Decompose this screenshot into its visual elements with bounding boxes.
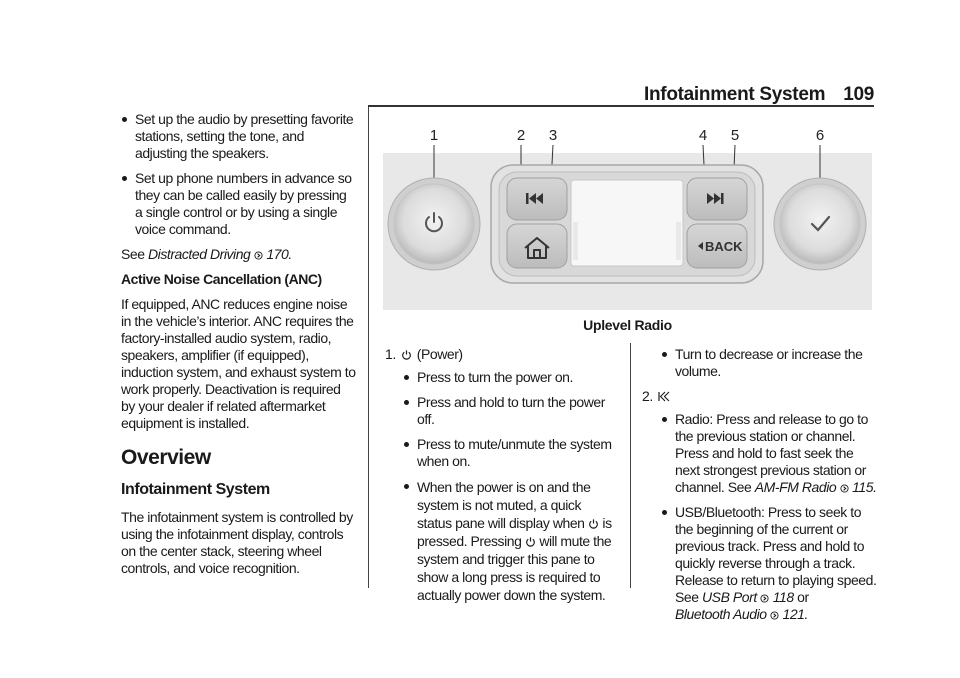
am-fm-radio-link[interactable]: AM-FM Radio: [754, 479, 837, 495]
running-header: Infotainment System 109: [644, 84, 874, 106]
page-reference-icon: [760, 594, 769, 603]
back-button: [686, 223, 748, 269]
section-title: Infotainment System: [644, 84, 826, 105]
check-icon: [810, 215, 831, 232]
home-icon: [524, 237, 550, 259]
list-item: USB/Bluetooth: Press to seek to the begi…: [661, 504, 877, 623]
item-2-number: 2.: [642, 388, 653, 404]
left-column: Set up the audio by presetting favorite …: [121, 111, 357, 585]
list-item: Radio: Press and release to go to the pr…: [661, 411, 877, 496]
bluetooth-audio-link[interactable]: Bluetooth Audio: [675, 606, 767, 622]
uplevel-radio-figure: 1 2 3 4 5 6: [383, 127, 872, 310]
back-label: BACK: [705, 239, 743, 254]
anc-heading: Active Noise Cancellation (ANC): [121, 271, 322, 287]
power-icon: [589, 519, 598, 529]
intro-text: The infotainment system is controlled by…: [121, 509, 353, 576]
list-item: Set up phone numbers in advance so they …: [121, 170, 357, 238]
column-divider-right: [630, 343, 631, 588]
item-2-heading: 2.: [642, 388, 877, 405]
figure-caption: Uplevel Radio: [583, 317, 672, 333]
see-reference: See Distracted Driving 170.: [121, 246, 357, 263]
page-number: 109: [843, 84, 874, 105]
list-item: Press to mute/unmute the system when on.: [403, 436, 613, 470]
item-1-number: 1.: [385, 346, 396, 362]
home-button: [506, 223, 568, 269]
page-reference-icon: [840, 484, 849, 493]
center-display: [570, 179, 684, 267]
power-icon: [401, 350, 411, 360]
right-column: Turn to decrease or increase the volume.…: [642, 346, 877, 631]
next-track-icon: [707, 193, 724, 204]
page-ref-number[interactable]: 121: [782, 606, 805, 622]
anc-text: If equipped, ANC reduces engine noise in…: [121, 296, 356, 431]
list-item: Press and hold to turn the power off.: [403, 394, 613, 428]
distracted-driving-link[interactable]: Distracted Driving: [148, 246, 251, 262]
period: .: [804, 606, 809, 622]
callout-1: 1: [430, 127, 438, 144]
list-item: Turn to decrease or increase the volume.: [661, 346, 877, 380]
list-item-text: will mute the system and trigger this pa…: [417, 533, 612, 603]
list-item: Set up the audio by presetting favorite …: [121, 111, 357, 162]
power-icon: [525, 537, 535, 547]
callout-6: 6: [816, 127, 824, 144]
page-reference-icon: [770, 611, 779, 620]
list-item: When the power is on and the system is n…: [403, 478, 613, 604]
list-item-text: is pressed. Pressing: [417, 515, 612, 549]
item-1-heading: 1. (Power): [385, 346, 613, 363]
page-reference-icon: [254, 251, 263, 260]
page-ref-number[interactable]: 115: [852, 479, 874, 495]
callout-2: 2: [517, 127, 525, 144]
overview-heading: Overview: [121, 446, 211, 469]
header-rule: [368, 105, 874, 107]
list-item-text: USB/Bluetooth: Press to seek to the begi…: [675, 504, 877, 605]
or-text: or: [797, 589, 809, 605]
middle-column: 1. (Power) Press to turn the power on. P…: [383, 346, 613, 612]
previous-track-icon: [526, 193, 543, 204]
callout-4: 4: [699, 127, 707, 144]
see-prefix: See: [121, 246, 145, 262]
power-icon: [425, 212, 443, 233]
period: .: [873, 479, 877, 495]
list-item-text: When the power is on and the system is n…: [417, 479, 591, 531]
period: .: [288, 246, 292, 262]
list-item: Press to turn the power on.: [403, 369, 613, 386]
usb-port-link[interactable]: USB Port: [702, 589, 757, 605]
previous-track-icon: [658, 391, 670, 402]
column-divider-left: [368, 107, 369, 588]
callout-3: 3: [549, 127, 557, 144]
infotainment-subheading: Infotainment System: [121, 481, 270, 498]
back-icon: [698, 242, 703, 250]
item-1-label: (Power): [416, 346, 463, 362]
callout-5: 5: [731, 127, 739, 144]
page-ref-number[interactable]: 170: [266, 246, 289, 262]
list-item-text: Radio: Press and release to go to the pr…: [675, 411, 868, 495]
page-ref-number[interactable]: 118: [772, 589, 794, 605]
